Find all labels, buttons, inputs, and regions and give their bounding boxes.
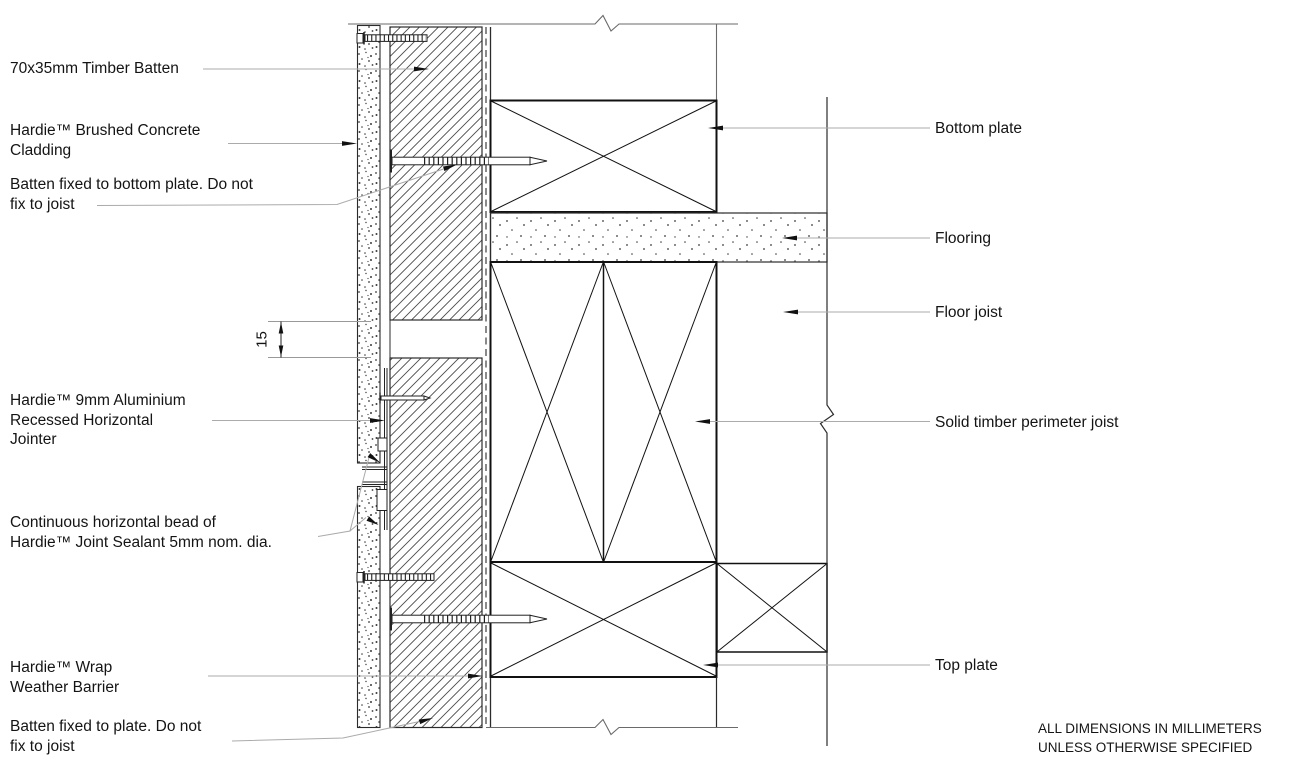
cladding-panels [356,24,381,729]
dimension-15-lines [268,321,371,358]
leader-arrows-left [342,66,483,725]
perimeter-joist-box [489,261,718,563]
top-boundary-line [348,14,738,100]
joist-screw-lower [390,607,548,631]
label-floor-joist: Floor joist [935,304,1003,321]
label-cladding: Hardie™ Brushed Concrete Cladding [10,122,201,159]
bottom-plate-box [489,99,718,213]
label-perimeter-joist: Solid timber perimeter joist [935,414,1119,431]
label-timber-batten: 70x35mm Timber Batten [10,60,179,77]
timber-battens [389,26,483,729]
label-top-plate: Top plate [935,657,998,674]
dimension-15-text: 15 [253,331,271,348]
label-batten-fixed-bottom-plate: Batten fixed to bottom plate. Do not fix… [10,176,253,213]
leader-arrows-right [695,125,798,668]
dimensions-note: ALL DIMENSIONS IN MILLIMETERS UNLESS OTH… [1038,721,1262,755]
batten-fixing-screw-top [356,32,428,45]
label-joint-sealant: Continuous horizontal bead of Hardie™ Jo… [10,514,272,551]
label-aluminium-jointer: Hardie™ 9mm Aluminium Recessed Horizonta… [10,392,186,448]
right-boundary-line [819,97,835,746]
batten-fixing-screw-bottom [356,571,435,584]
label-flooring: Flooring [935,230,991,247]
leader-lines-left [96,68,468,742]
joist-screw-upper [390,149,548,173]
leader-lines-right [710,127,930,666]
bottom-boundary-line [486,718,738,736]
label-batten-fixed-plate: Batten fixed to plate. Do not fix to joi… [10,718,202,755]
flooring-strip [489,212,828,263]
jointer-nail [379,392,432,404]
label-wrap-weather-barrier: Hardie™ Wrap Weather Barrier [10,659,120,696]
label-bottom-plate: Bottom plate [935,120,1023,137]
